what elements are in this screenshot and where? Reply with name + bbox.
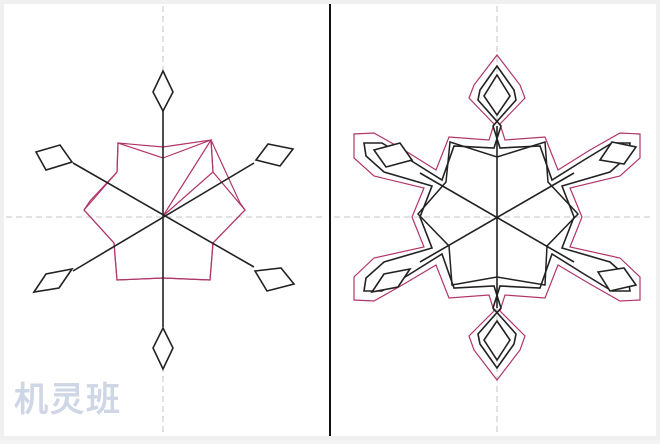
left-diamond-lower-left (32, 267, 74, 294)
left-diagonal-spoke-1 (72, 162, 255, 268)
right-spokes (419, 126, 575, 308)
left-spokes (72, 110, 255, 327)
left-diamond-upper-right (254, 143, 295, 167)
left-diamond-top (152, 69, 174, 113)
right-diamonds (370, 73, 638, 362)
left-diagonal-spoke-2 (72, 162, 255, 272)
right-diamond-upper-right (598, 141, 638, 165)
right-diamond-upper-left (372, 142, 414, 168)
right-diamond-top (483, 73, 511, 117)
right-diamond-lower-right (596, 267, 638, 292)
left-diamonds (32, 69, 296, 371)
right-diamond-lower-left (370, 267, 412, 294)
right-diamond-bottom (483, 319, 511, 362)
left-snowflake (32, 69, 296, 371)
left-diamond-lower-right (253, 267, 296, 292)
left-diamond-bottom (152, 326, 174, 371)
right-outer-outline (353, 54, 641, 381)
right-silhouette (363, 64, 631, 370)
left-diamond-upper-left (34, 144, 74, 171)
right-snowflake (353, 54, 641, 381)
right-diagonal-spoke-2 (419, 172, 575, 263)
watermark: 机灵班 (14, 380, 122, 420)
